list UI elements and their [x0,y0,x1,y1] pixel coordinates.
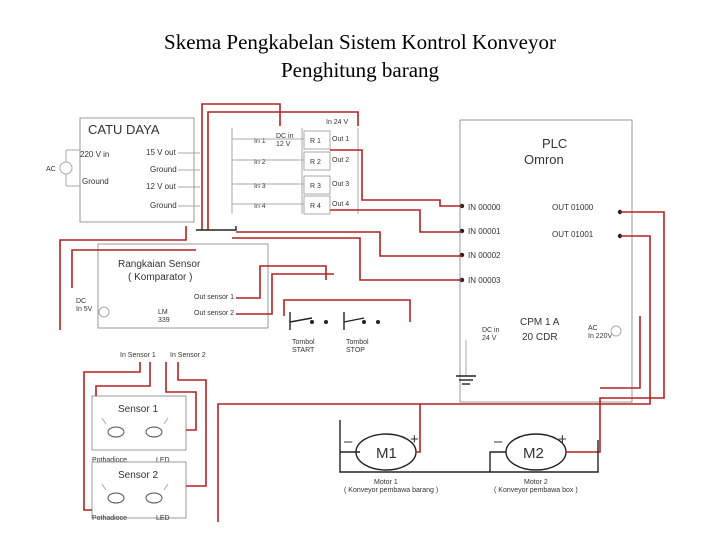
ps-out-15v: 15 V out [146,148,177,157]
sensor-1-led: LED [156,457,170,464]
motor-2-minus: – [494,433,503,450]
sensor-2-board: Sensor 2 Pothadioce LED [91,461,187,522]
power-supply-label: CATU DAYA [88,122,160,137]
relay-3-label: R 3 [310,183,321,190]
in-sensor-1-label: In Sensor 1 [120,352,156,359]
sensor-1-photodiode: Pothadioce [92,457,127,464]
out-sensor-1-label: Out sensor 1 [194,294,234,301]
plc-block: PLC Omron IN 00000 IN 00001 IN 00002 IN … [456,119,633,403]
motor-2: M2 – + Motor 2( Konveyor pembawa box ) [494,431,578,494]
relay-out-4-label: Out 4 [332,201,349,208]
motor-1: M1 – + Motor 1( Konveyor pembawa barang … [344,431,438,494]
diagram-title-line-1: Skema Pengkabelan Sistem Kontrol Konveyo… [164,30,556,54]
motor-1-plus: + [410,431,419,448]
relay-out-3-label: Out 3 [332,181,349,188]
relay-1-box [303,130,331,150]
motor-1-minus: – [344,433,353,450]
plc-in-00000: IN 00000 [468,203,501,212]
relay-in-2-label: In 2 [254,159,266,166]
ps-in-220v: 220 V in [80,150,109,159]
ac-source-left: AC [46,149,80,187]
relay-1-label: R 1 [310,138,321,145]
in-sensor-2-label: In Sensor 2 [170,352,206,359]
plc-out-01001: OUT 01001 [552,230,594,239]
relay-4-box [303,195,331,215]
sensor-circuit-title-1: Rangkaian Sensor [118,259,201,270]
relay-2-label: R 2 [310,159,321,166]
wires-black [196,226,599,473]
motor-2-label: M2 [523,445,544,462]
motor-2-plus: + [558,431,567,448]
motor-2-caption: Motor 2( Konveyor pembawa box ) [494,479,578,494]
relay-3-box [303,175,331,195]
plc-label: PLC [542,136,567,151]
plc-maker: Omron [524,152,564,167]
relay-4-label: R 4 [310,203,321,210]
relay-2-box [303,151,331,171]
out-sensor-2-label: Out sensor 2 [194,310,234,317]
wires-red [59,103,665,522]
ps-out-12v: 12 V out [146,182,177,191]
plc-model-line-2: 20 CDR [522,332,558,343]
sensor-circuit-title-2: ( Komparator ) [128,272,192,283]
sensor-2-photodiode: Pothadioce [92,515,127,522]
motor-1-caption: Motor 1( Konveyor pembawa barang ) [344,479,438,494]
power-supply-block: CATU DAYA 220 V in Ground 15 V out Groun… [79,117,200,223]
plc-in-00001: IN 00001 [468,227,501,236]
plc-out-01000: OUT 01000 [552,203,594,212]
plc-in-00002: IN 00002 [468,251,501,260]
ps-out-ground-1: Ground [150,165,177,174]
relay-in-4-label: In 4 [254,203,266,210]
relay-in-1-label: In 1 [254,138,266,145]
sensor-2-label: Sensor 2 [118,470,158,481]
sensor-1-board: Sensor 1 Pothadioce LED [91,395,187,464]
sensor-2-led: LED [156,515,170,522]
sensor-1-label: Sensor 1 [118,404,158,415]
motor-1-label: M1 [376,445,397,462]
ac-source-left-label: AC [46,166,56,173]
diagram-title-line-2: Penghitung barang [280,58,440,82]
ps-in-ground: Ground [82,177,109,186]
relay-in-24v: In 24 V [326,119,349,126]
ps-out-ground-2: Ground [150,201,177,210]
relay-out-1-label: Out 1 [332,136,349,143]
relay-in-3-label: In 3 [254,183,266,190]
relay-out-2-label: Out 2 [332,157,349,164]
plc-in-00003: IN 00003 [468,276,501,285]
plc-model-line-1: CPM 1 A [520,317,560,328]
